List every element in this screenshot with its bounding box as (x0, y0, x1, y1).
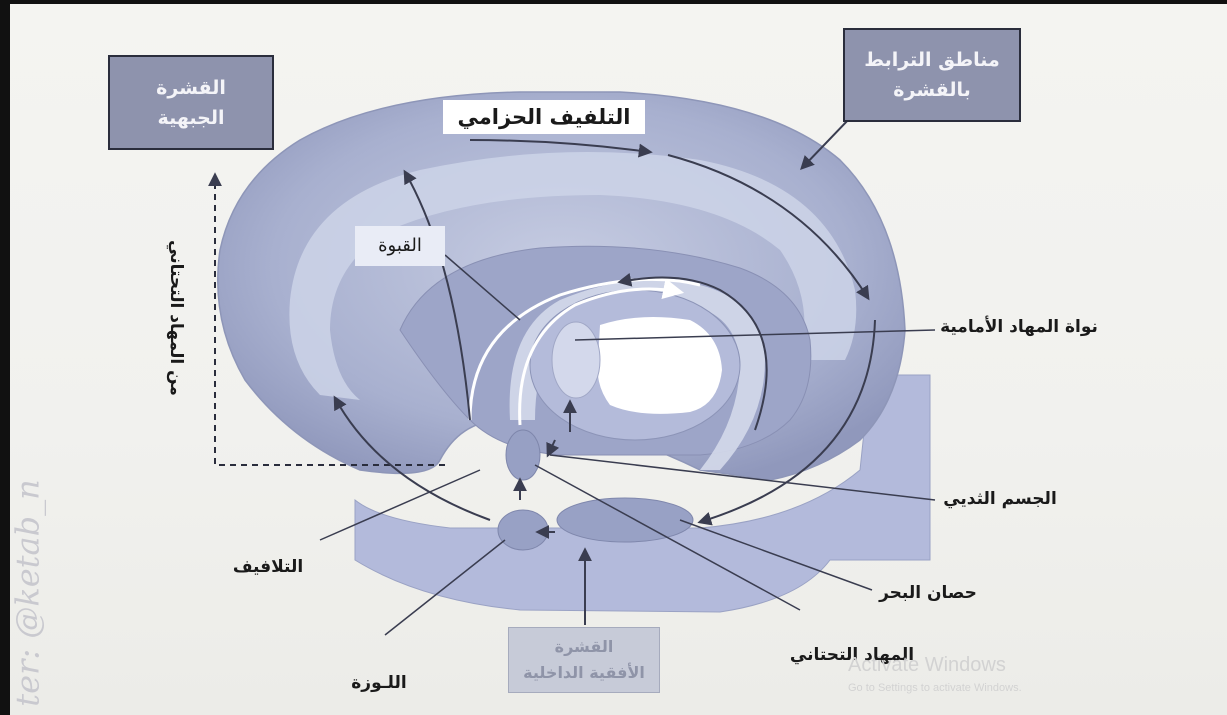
anterior-nucleus-shape (552, 322, 600, 398)
anterior-thalamic-nucleus-label: نواة المهاد الأمامية (935, 312, 1103, 342)
activate-windows-subtitle: Go to Settings to activate Windows. (848, 682, 1022, 694)
gyri-label: التلافيف (228, 552, 308, 582)
watermark-handle: ter: @ketab_n (9, 479, 47, 706)
amygdala-label: اللـوزة (345, 668, 413, 698)
hippocampus-label: حصان البحر (872, 578, 984, 608)
frontal-cortex-box: القشرة الجبهية (108, 55, 274, 150)
from-hypothalamus-label: من المهاد التحتاني (160, 218, 192, 396)
association-cortex-line-1: مناطق الترابط (864, 45, 1000, 75)
activate-windows-title: Activate Windows (848, 654, 1006, 677)
frontal-cortex-line-1: القشرة (156, 73, 226, 103)
association-cortex-line-2: بالقشرة (893, 75, 970, 105)
association-cortex-box: مناطق الترابط بالقشرة (843, 28, 1021, 122)
mammillary-body-shape (506, 430, 540, 480)
amygdala-shape (498, 510, 548, 550)
mammillary-body-label: الجسم الثديي (936, 484, 1064, 514)
hippocampus-shape (557, 498, 693, 542)
cingulate-gyrus-label: التلفيف الحزامي (443, 100, 645, 134)
fornix-label: القبوة (355, 226, 445, 266)
entorhinal-cortex-line-1: القشرة (555, 634, 614, 660)
frontal-cortex-line-2: الجبهية (158, 103, 225, 133)
entorhinal-cortex-line-2: الأفقية الداخلية (523, 660, 645, 686)
entorhinal-cortex-box: القشرة الأفقية الداخلية (508, 627, 660, 693)
interventricular-space (598, 317, 723, 414)
